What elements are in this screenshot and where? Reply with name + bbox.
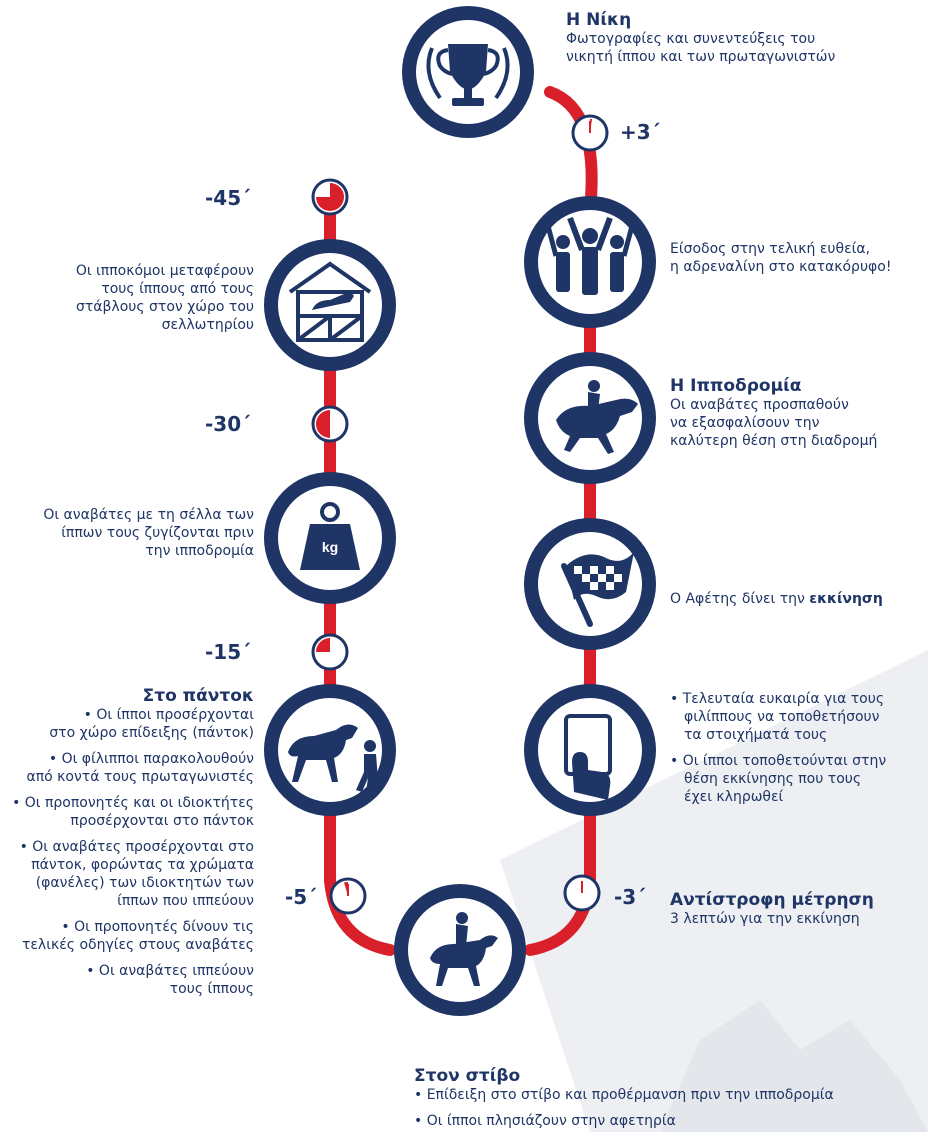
betting-b1-line-3: τα στοιχήματά τους <box>684 727 828 743</box>
paddock-bullet-4: • Οι αναβάτες προσέρχονται στο πάντοκ, φ… <box>0 838 254 910</box>
weighing-text: Οι αναβάτες με τη σέλλα των ίππων τους ζ… <box>10 506 254 560</box>
time-label-plus3: +3´ <box>620 120 661 144</box>
final-straight-text: Είσοδος στην τελική ευθεία, η αδρεναλίνη… <box>670 240 920 276</box>
paddock-b3-line-1: • Οι προπονητές και οι ιδιοκτήτες <box>12 795 254 811</box>
trophy-icon <box>426 44 510 106</box>
countdown-line-1: 3 λεπτών για την εκκίνηση <box>670 911 860 927</box>
stables-line-4: σελλωτηρίου <box>161 317 254 333</box>
paddock-b4-line-4: ίππων που ιππεύουν <box>117 893 254 909</box>
betting-b1-line-2: φιλίππους να τοποθετήσουν <box>684 709 880 725</box>
clock-icon-plus3 <box>571 114 609 152</box>
paddock-bullet-3: • Οι προπονητές και οι ιδιοκτήτες προσέρ… <box>0 794 254 830</box>
weighing-node: kg <box>264 472 396 604</box>
galloping-horse-icon <box>556 380 638 454</box>
paddock-b2-line-2: από κοντά τους πρωταγωνιστές <box>26 769 254 785</box>
race-line-3: καλύτερη θέση στη διαδρομή <box>670 433 878 449</box>
race-text: Η Ιπποδρομία Οι αναβάτες προσπαθούν να ε… <box>670 376 920 450</box>
clock-icon-minus45 <box>311 178 349 216</box>
clock-icon-minus15 <box>311 633 349 671</box>
horse-groom-icon <box>288 724 378 792</box>
clock-icon-minus3 <box>563 874 601 912</box>
clock-icon-minus30 <box>311 405 349 443</box>
paddock-b5-line-1: • Οι προπονητές δίνουν τις <box>61 919 254 935</box>
paddock-title: Στο πάντοκ <box>142 686 254 706</box>
betting-b2-line-3: έχει κληρωθεί <box>684 789 784 805</box>
parade-node <box>394 884 526 1016</box>
start-text-bold: εκκίνηση <box>809 591 883 607</box>
paddock-bullet-2: • Οι φίλιπποι παρακολουθούν από κοντά το… <box>0 750 254 786</box>
weighing-line-3: την ιπποδρομία <box>145 543 254 559</box>
stables-line-2: τους ίππους από τους <box>101 281 254 297</box>
horse-rider-icon <box>430 912 498 986</box>
weight-kg-icon: kg <box>300 502 360 570</box>
start-text: Ο Αφέτης δίνει την εκκίνηση <box>670 590 920 608</box>
betting-b1-line-1: • Τελευταία ευκαιρία για τους <box>670 691 885 707</box>
paddock-b1-line-1: • Οι ίπποι προσέρχονται <box>83 707 254 723</box>
stables-line-3: στάβλους στον χώρο του <box>75 299 254 315</box>
time-label-minus45: -45´ <box>205 186 252 210</box>
betting-text: • Τελευταία ευκαιρία για τους φιλίππους … <box>670 690 920 806</box>
start-text-prefix: Ο Αφέτης δίνει την <box>670 591 810 607</box>
stables-text: Οι ιπποκόμοι μεταφέρουν τους ίππους από … <box>20 262 254 334</box>
start-node <box>524 518 656 650</box>
paddock-node <box>264 684 396 816</box>
paddock-b4-line-2: πάντοκ, φορώντας τα χρώματα <box>31 857 254 873</box>
victory-node <box>402 6 534 138</box>
victory-title: Η Νίκη <box>566 10 632 30</box>
final-straight-line-1: Είσοδος στην τελική ευθεία, <box>670 241 871 257</box>
paddock-b4-line-3: (φανέλες) των ιδιοκτητών των <box>35 875 254 891</box>
stables-line-1: Οι ιπποκόμοι μεταφέρουν <box>75 263 254 279</box>
betting-b2-line-2: θέση εκκίνησης που τους <box>684 771 862 787</box>
betting-b2-line-1: • Οι ίπποι τοποθετούνται στην <box>670 753 887 769</box>
paddock-b6-line-2: τους ίππους <box>169 981 254 997</box>
paddock-text: Στο πάντοκ • Οι ίπποι προσέρχονται στο χ… <box>0 686 254 998</box>
horse-stable-icon <box>288 261 372 342</box>
parade-line-1: • Επίδειξη στο στίβο και προθέρμανση πρι… <box>414 1087 834 1103</box>
race-node <box>524 352 656 484</box>
stables-node <box>264 239 396 371</box>
victory-line-1: Φωτογραφίες και συνεντεύξεις του <box>566 31 816 47</box>
weighing-line-1: Οι αναβάτες με τη σέλλα των <box>43 507 254 523</box>
betting-slip-hand-icon <box>564 714 612 800</box>
paddock-bullet-5: • Οι προπονητές δίνουν τις τελικές οδηγί… <box>0 918 254 954</box>
final-straight-node <box>524 196 656 328</box>
paddock-b3-line-2: προσέρχονται στο πάντοκ <box>70 813 254 829</box>
time-label-minus15: -15´ <box>205 640 252 664</box>
parade-title: Στον στίβο <box>414 1066 521 1086</box>
paddock-bullet-1: • Οι ίπποι προσέρχονται στο χώρο επίδειξ… <box>0 706 254 742</box>
time-label-minus30: -30´ <box>205 412 252 436</box>
paddock-b4-line-1: • Οι αναβάτες προσέρχονται στο <box>19 839 254 855</box>
paddock-b1-line-2: στο χώρο επίδειξης (πάντοκ) <box>49 725 254 741</box>
paddock-bullet-6: • Οι αναβάτες ιππεύουν τους ίππους <box>0 962 254 998</box>
paddock-b2-line-1: • Οι φίλιπποι παρακολουθούν <box>48 751 254 767</box>
time-label-minus5: -5´ <box>285 885 318 909</box>
kg-label: kg <box>322 539 338 555</box>
race-line-2: να εξασφαλίσουν την <box>670 415 820 431</box>
victory-line-2: νικητή ίππου και των πρωταγωνιστών <box>566 49 836 65</box>
paddock-b6-line-1: • Οι αναβάτες ιππεύουν <box>86 963 254 979</box>
final-straight-line-2: η αδρεναλίνη στο κατακόρυφο! <box>670 259 892 275</box>
race-line-1: Οι αναβάτες προσπαθούν <box>670 397 849 413</box>
betting-bullet-1: • Τελευταία ευκαιρία για τους φιλίππους … <box>670 690 920 744</box>
checkered-flag-icon <box>561 552 634 627</box>
victory-text: Η Νίκη Φωτογραφίες και συνεντεύξεις του … <box>566 10 906 66</box>
parade-line-2: • Οι ίπποι πλησιάζουν στην αφετηρία <box>414 1113 676 1129</box>
countdown-title: Αντίστροφη μέτρηση <box>670 890 874 910</box>
cheering-crowd-icon <box>545 216 635 295</box>
betting-bullet-2: • Οι ίπποι τοποθετούνται στην θέση εκκίν… <box>670 752 920 806</box>
race-title: Η Ιπποδρομία <box>670 376 802 396</box>
betting-node <box>524 684 656 816</box>
countdown-text: Αντίστροφη μέτρηση 3 λεπτών για την εκκί… <box>670 890 920 928</box>
weighing-line-2: ίππων τους ζυγίζονται πριν <box>61 525 254 541</box>
parade-text: Στον στίβο • Επίδειξη στο στίβο και προθ… <box>414 1066 914 1130</box>
clock-icon-minus5 <box>329 877 367 915</box>
time-label-minus3: -3´ <box>614 885 647 909</box>
paddock-b5-line-2: τελικές οδηγίες στους αναβάτες <box>21 937 254 953</box>
